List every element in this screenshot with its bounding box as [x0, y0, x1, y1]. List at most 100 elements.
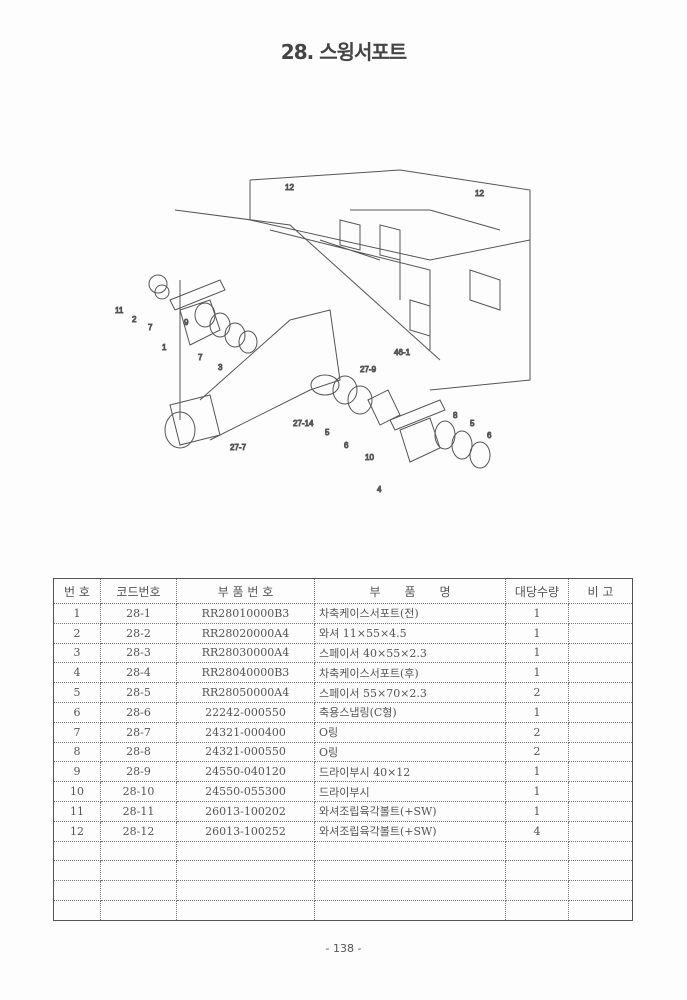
axle-housing — [164, 309, 341, 449]
column-header: 코드번호 — [100, 578, 177, 604]
table-cell — [568, 662, 633, 684]
table-cell — [568, 701, 633, 723]
table-cell: 축용스냅링(C형) — [314, 701, 506, 723]
table-row — [53, 860, 633, 882]
table-cell — [176, 899, 315, 921]
table-cell: 28-7 — [100, 721, 177, 743]
callout-label: 4 — [377, 485, 382, 494]
table-cell: RR28040000B3 — [176, 662, 315, 684]
table-row — [53, 840, 633, 862]
table-cell: 1 — [505, 701, 569, 723]
table-cell: 12 — [53, 820, 101, 842]
table-cell — [568, 840, 633, 862]
table-row — [53, 880, 633, 901]
column-header: 번 호 — [53, 578, 101, 604]
table-row — [53, 899, 633, 921]
table-cell — [568, 741, 633, 763]
table-cell: 1 — [505, 781, 569, 802]
callout-label: 2 — [132, 315, 137, 324]
table-cell — [176, 860, 315, 882]
table-cell: O링 — [314, 721, 506, 743]
table-cell — [100, 880, 177, 901]
table-cell: RR28010000B3 — [176, 603, 315, 624]
table-cell: 28-11 — [100, 800, 177, 822]
table-cell — [568, 820, 633, 842]
table-cell: 차축케이스서포트(전) — [314, 603, 506, 624]
table-cell: 24321-000400 — [176, 721, 315, 743]
table-cell — [568, 682, 633, 703]
table-cell — [53, 880, 101, 901]
table-cell — [568, 781, 633, 802]
frame-structure — [174, 169, 531, 420]
table-cell: 4 — [505, 820, 569, 842]
table-cell: 7 — [53, 721, 101, 743]
table-cell — [53, 840, 101, 862]
table-cell: 스페이서 55×70×2.3 — [314, 682, 506, 703]
table-cell — [505, 880, 569, 901]
table-cell: 2 — [505, 741, 569, 763]
table-cell — [505, 860, 569, 882]
callout-label: 27-7 — [230, 443, 247, 452]
callout-label: 6 — [344, 441, 349, 450]
table-cell: 4 — [53, 662, 101, 684]
table-cell — [568, 642, 633, 664]
table-cell: 5 — [53, 682, 101, 703]
table-cell — [568, 860, 633, 882]
rear-support — [332, 375, 491, 469]
page-title: 28. 스윙서포트 — [280, 40, 407, 64]
table-cell: 26013-100252 — [176, 820, 315, 842]
callout-label: 12 — [475, 189, 484, 198]
table-cell — [100, 860, 177, 882]
table-cell: RR28030000A4 — [176, 642, 315, 664]
table-cell — [568, 800, 633, 822]
table-cell: 28-6 — [100, 701, 177, 723]
table-cell: 스페이서 40×55×2.3 — [314, 642, 506, 664]
table-cell: 28-10 — [100, 781, 177, 802]
callout-label: 27-14 — [293, 419, 314, 428]
table-cell — [314, 880, 506, 901]
callout-label: 5 — [325, 428, 330, 437]
table-cell: 24550-055300 — [176, 781, 315, 802]
table-cell: 차축케이스서포트(후) — [314, 662, 506, 684]
column-header: 비 고 — [568, 578, 633, 604]
callout-label: 7 — [148, 323, 153, 332]
callout-label: 7 — [198, 353, 203, 362]
table-cell — [505, 899, 569, 921]
table-cell: RR28020000A4 — [176, 622, 315, 644]
table-cell: 28-4 — [100, 662, 177, 684]
table-cell — [505, 840, 569, 862]
exploded-parts-diagram: 12 12 11 2 7 9 7 3 1 27-9 46-1 27-14 5 6… — [115, 169, 531, 495]
table-cell: 6 — [53, 701, 101, 723]
table-cell: 28-3 — [100, 642, 177, 664]
table-cell: 28-2 — [100, 622, 177, 644]
callout-label: 10 — [365, 453, 374, 462]
table-cell: 드라이부시 40×12 — [314, 761, 506, 783]
table-cell: 1 — [505, 642, 569, 664]
table-cell — [100, 899, 177, 921]
callout-label: 5 — [470, 419, 475, 428]
table-cell — [568, 880, 633, 901]
table-cell — [100, 840, 177, 862]
table-cell — [314, 860, 506, 882]
callout-label: 1 — [162, 343, 167, 352]
table-cell: 24550-040120 — [176, 761, 315, 783]
table-cell — [568, 721, 633, 743]
table-cell — [568, 899, 633, 921]
callout-label: 11 — [115, 306, 124, 315]
table-cell: RR28050000A4 — [176, 682, 315, 703]
callout-label: 8 — [453, 411, 458, 420]
callout-label: 9 — [184, 318, 189, 327]
front-support — [148, 274, 258, 354]
table-cell: 1 — [505, 622, 569, 644]
table-cell — [314, 840, 506, 862]
table-cell: O링 — [314, 741, 506, 763]
